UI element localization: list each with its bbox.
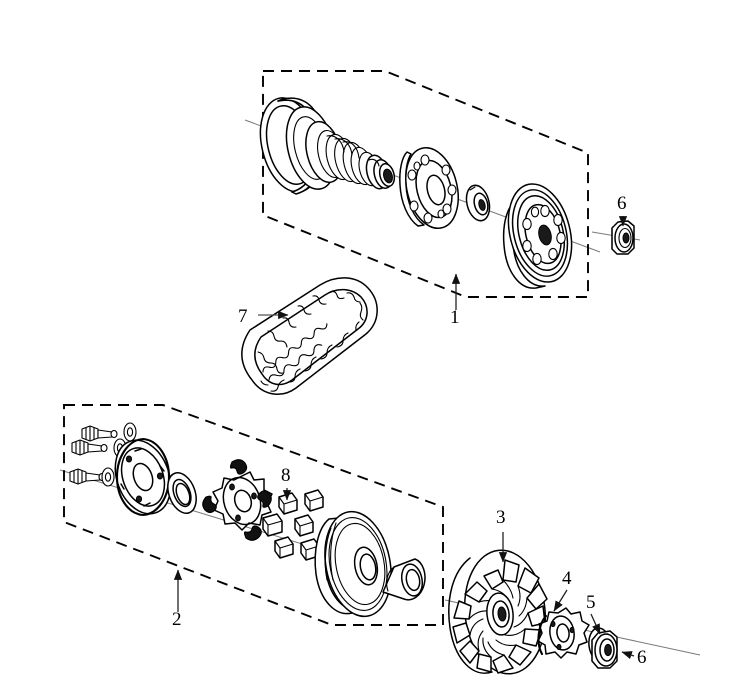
lock-nut-lower xyxy=(591,630,618,669)
clutch-shoe-carrier xyxy=(399,147,459,229)
roller-5 xyxy=(274,536,294,559)
callout-label-5: 5 xyxy=(586,592,596,613)
callout-5: 5 xyxy=(586,592,601,635)
belt-cogs xyxy=(257,290,364,392)
driven-pulley-sheave-and-spring xyxy=(259,97,396,195)
callout-8: 8 xyxy=(281,465,292,501)
roller-4 xyxy=(294,514,314,537)
roller-2 xyxy=(304,489,324,512)
callout-label-2: 2 xyxy=(172,609,182,630)
callout-label-8: 8 xyxy=(281,465,291,486)
callout-6-lower: 6 xyxy=(621,647,647,668)
bolt-2 xyxy=(71,439,108,456)
callout-label-1: 1 xyxy=(450,307,460,328)
washer-a xyxy=(123,422,137,442)
callout-label-6-lower: 6 xyxy=(637,647,647,668)
drive-pulley-face xyxy=(314,510,392,618)
variator-ring-spacer xyxy=(167,472,197,514)
bolt-1 xyxy=(81,425,118,442)
clutch-bell-drum xyxy=(502,183,573,289)
callout-2: 2 xyxy=(172,569,183,630)
starter-drive-plate xyxy=(537,607,590,659)
callout-label-6-upper: 6 xyxy=(617,193,627,214)
bolt-3 xyxy=(69,468,106,485)
roller-3 xyxy=(262,513,283,537)
roller-weight-set xyxy=(262,489,324,561)
callout-1: 1 xyxy=(450,273,461,328)
slide-pieces xyxy=(202,459,272,541)
callout-6-upper: 6 xyxy=(617,193,628,227)
variator-bolts xyxy=(69,425,118,485)
washer-c xyxy=(101,467,115,487)
variator-flange-plate xyxy=(114,437,172,517)
v-belt xyxy=(241,277,378,396)
callout-7: 7 xyxy=(238,306,289,327)
callout-3: 3 xyxy=(496,507,508,563)
group-box-drive-pulley xyxy=(63,404,444,626)
carrier-bolt-holes xyxy=(407,154,457,224)
bell-boss-ring xyxy=(522,204,566,266)
drive-collar-sleeve xyxy=(382,558,426,601)
flange-slots xyxy=(120,448,165,507)
callout-4: 4 xyxy=(553,568,572,612)
ramp-plate-assembly xyxy=(202,459,273,541)
clutch-washer xyxy=(465,184,491,222)
callout-label-3: 3 xyxy=(496,507,506,528)
callout-label-4: 4 xyxy=(562,568,572,589)
callout-label-7: 7 xyxy=(238,306,248,327)
roller-1 xyxy=(278,492,298,515)
